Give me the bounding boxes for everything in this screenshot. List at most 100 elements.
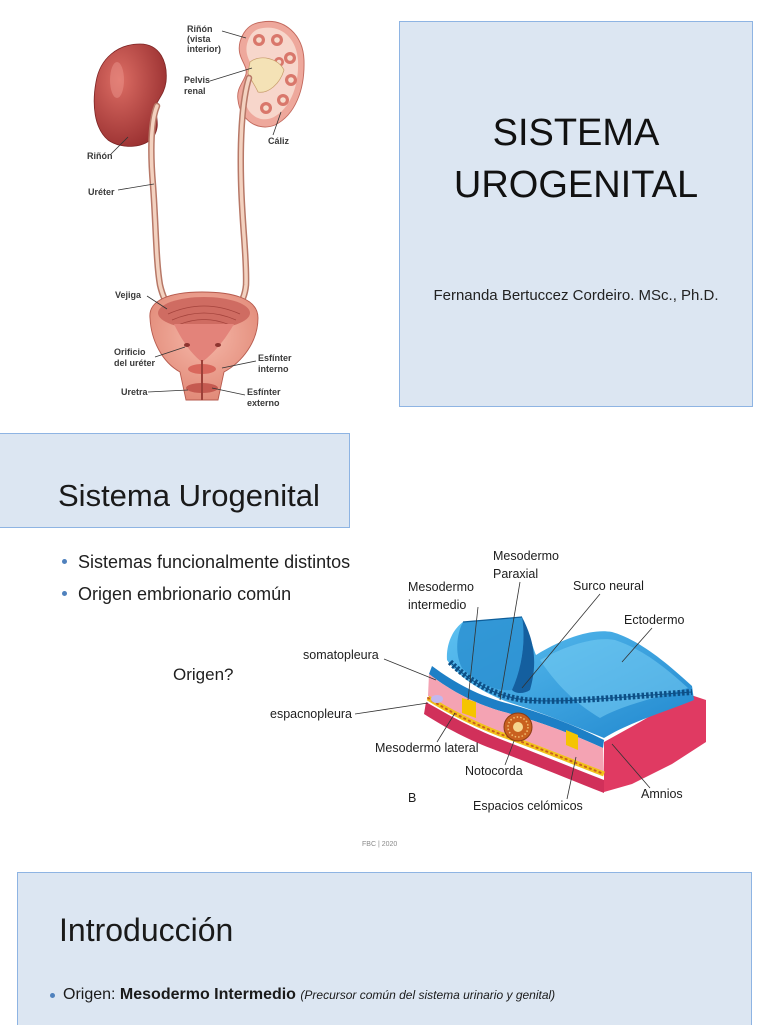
leader-line: [521, 593, 601, 689]
slide-title: SISTEMA UROGENITAL: [400, 107, 752, 211]
label-surco-neural: Surco neural: [573, 579, 644, 593]
ruga: [177, 319, 231, 326]
bullet-text: Sistemas funcionalmente distintos: [78, 552, 351, 572]
calyx-cup: [287, 55, 293, 61]
notochord-core: [513, 722, 523, 732]
label-vejiga: Vejiga: [115, 290, 142, 300]
calyx-cup: [256, 37, 262, 43]
neural-ridge-line: [449, 661, 693, 702]
leader-line: [154, 346, 186, 358]
ectoderm-cut-band: [429, 666, 604, 748]
slide3-box: [17, 872, 752, 1025]
left-neural-fold: [457, 617, 524, 691]
label-line: Pelvis: [184, 75, 210, 85]
title-slide: SISTEMA UROGENITAL Fernanda Bertuccez Co…: [399, 21, 753, 407]
title-line: UROGENITAL: [453, 164, 699, 206]
bullet-dot: [62, 591, 67, 596]
label-line: Cáliz: [268, 136, 290, 146]
leader-line: [272, 111, 282, 136]
leader-line: [147, 389, 189, 393]
label-mesodermo-intermedio: Mesodermo intermedio: [408, 580, 477, 612]
leader-line: [621, 627, 653, 663]
author-line: Fernanda Bertuccez Cordeiro. MSc., Ph.D.: [433, 287, 719, 304]
slide-footer: FBC | 2020: [362, 841, 398, 848]
label-line: Paraxial: [493, 567, 538, 581]
label-line: Riñón: [87, 151, 113, 161]
bullet-dot: [62, 559, 67, 564]
bullet-italic-note: (Precursor común del sistema urinario y …: [300, 988, 556, 1002]
left-kidney: [93, 43, 167, 147]
leader-line: [211, 387, 246, 396]
slide2-header-box: [0, 433, 350, 528]
red-back-slab: [604, 694, 706, 792]
calyx-cup: [288, 77, 294, 83]
label-somatopleura: somatopleura: [303, 648, 379, 662]
bullet-prefix: Origen:: [63, 986, 120, 1003]
renal-pyramids: [253, 34, 297, 114]
label-line: Ectodermo: [624, 613, 684, 627]
ruga: [171, 312, 237, 321]
leader-line: [221, 30, 247, 39]
leader-line: [209, 67, 253, 82]
leader-line: [221, 360, 257, 369]
question-text: Origen?: [173, 665, 234, 684]
ureter-orifice: [184, 343, 190, 347]
calyx-cup: [274, 37, 280, 43]
label-ureter: Uréter: [88, 187, 115, 197]
label-espacnopleura: espacnopleura: [270, 707, 352, 721]
right-neural-fold-highlight: [540, 639, 688, 718]
leader-line: [117, 183, 155, 191]
neural-fold-edge: [462, 616, 523, 623]
label-line: Uretra: [121, 387, 149, 397]
label-line: B: [408, 791, 416, 805]
intermediate-mesoderm-block: [462, 698, 476, 718]
label-orificio-ureter: Orificio del uréter: [114, 347, 156, 368]
label-line: del uréter: [114, 358, 156, 368]
label-line: Surco neural: [573, 579, 644, 593]
label-line: Amnios: [641, 787, 683, 801]
label-line: externo: [247, 398, 280, 408]
embryo-cross-section-diagram: Mesodermo Paraxial Mesodermo intermedio …: [270, 549, 706, 813]
ureter-orifice: [215, 343, 221, 347]
leader-line: [504, 740, 515, 766]
title-line: SISTEMA: [492, 112, 660, 154]
label-line: Mesodermo: [408, 580, 474, 594]
bullet-dot: [50, 993, 55, 998]
splanchnopleure-tip: [431, 695, 443, 703]
label-line: interno: [258, 364, 289, 374]
label-line: Mesodermo lateral: [375, 741, 479, 755]
label-mesodermo-lateral: Mesodermo lateral: [375, 741, 479, 755]
bladder-trigone: [174, 324, 234, 362]
label-pelvis-renal: Pelvis renal: [184, 75, 213, 96]
neural-groove: [512, 617, 535, 693]
leader-line: [383, 658, 437, 681]
leader-line: [611, 743, 651, 789]
ruga: [167, 305, 241, 315]
label-mesodermo-paraxial: Mesodermo Paraxial: [493, 549, 562, 581]
label-line: intermedio: [408, 598, 466, 612]
label-line: Vejiga: [115, 290, 142, 300]
label-line: Riñón: [187, 24, 213, 34]
label-line: Esfínter: [247, 387, 281, 397]
label-line: somatopleura: [303, 648, 379, 662]
leader-line: [436, 712, 456, 743]
bullet-bold-text: Mesodermo Intermedio: [119, 986, 296, 1003]
label-rinon: Riñón: [87, 151, 113, 161]
label-line: renal: [184, 86, 206, 96]
label-espacios-celomicos: Espacios celómicos: [473, 799, 583, 813]
label-line: Orificio: [114, 347, 146, 357]
label-caliz: Cáliz: [268, 136, 290, 146]
leader-line: [146, 295, 168, 310]
leader-line: [467, 606, 479, 701]
leader-lines: [354, 581, 653, 800]
label-ectodermo: Ectodermo: [624, 613, 684, 627]
leader-line: [354, 702, 429, 715]
intermediate-mesoderm-block: [566, 730, 578, 750]
calyx-cup: [263, 105, 269, 111]
leader-line: [499, 581, 521, 701]
leader-line: [566, 756, 577, 800]
label-line: interior): [187, 44, 221, 54]
panel-letter: B: [408, 791, 416, 805]
amnion-front-band: [424, 702, 604, 793]
label-line: espacnopleura: [270, 707, 352, 721]
